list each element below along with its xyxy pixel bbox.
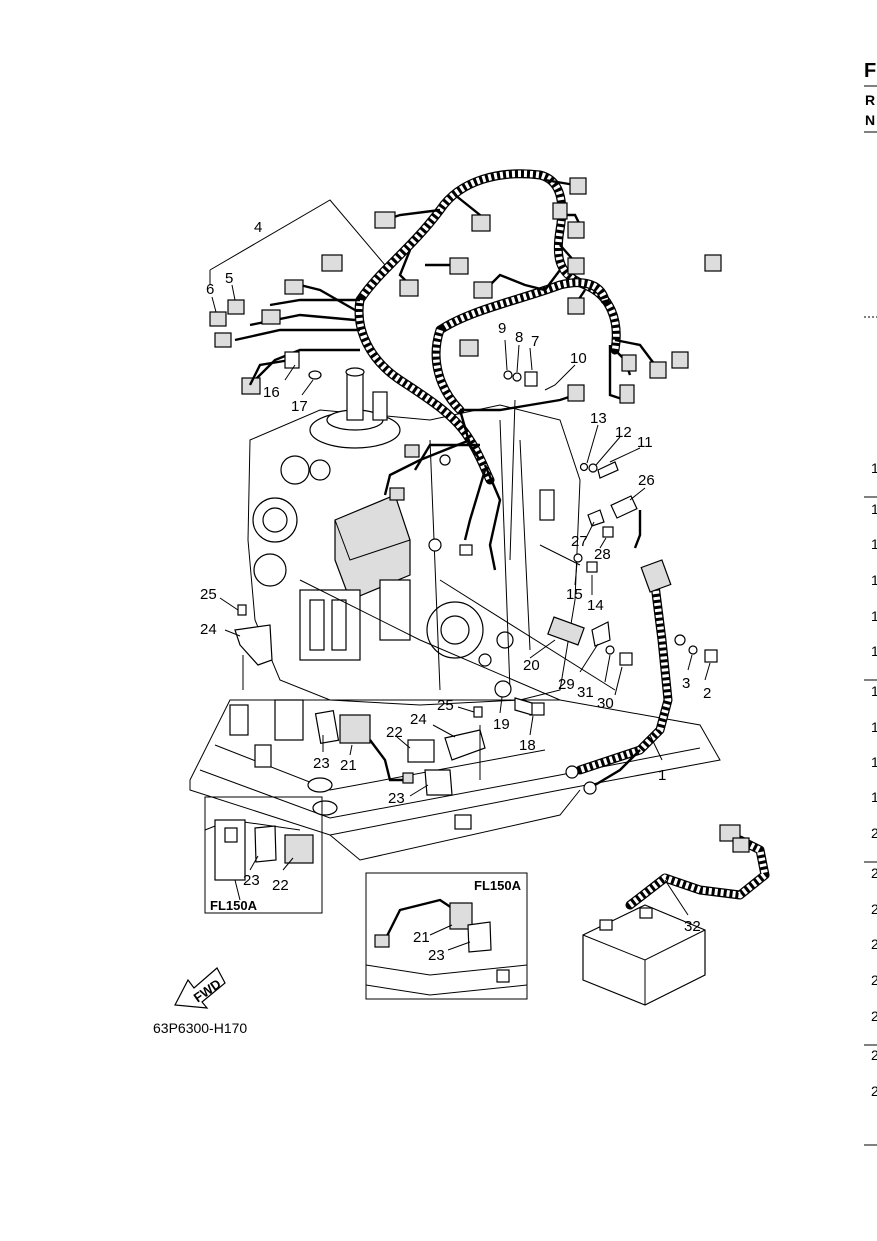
callout-2: 2 — [703, 685, 711, 702]
engine-block — [189, 367, 721, 861]
fwd-arrow-icon: FWD — [174, 967, 226, 1009]
callout-19: 19 — [493, 716, 510, 733]
callout-16: 16 — [263, 384, 280, 401]
callout-3: 3 — [682, 675, 690, 692]
callout-29: 29 — [558, 676, 575, 693]
svg-text:21: 21 — [413, 929, 430, 946]
callout-20: 20 — [523, 657, 540, 674]
svg-text:1: 1 — [871, 643, 877, 659]
callout-25: 25 — [200, 586, 217, 603]
svg-text:1: 1 — [871, 754, 877, 770]
svg-text:23: 23 — [243, 872, 260, 889]
callout-30: 30 — [597, 695, 614, 712]
svg-text:1: 1 — [871, 501, 877, 517]
svg-text:N: N — [865, 112, 875, 128]
callout-10: 10 — [570, 350, 587, 367]
callout-11: 11 — [637, 434, 653, 451]
callout-26: 26 — [638, 472, 655, 489]
inset-left-label: FL150A — [210, 898, 258, 913]
callout-24: 24 — [200, 621, 217, 638]
svg-text:F: F — [864, 60, 876, 82]
svg-text:1: 1 — [871, 536, 877, 552]
svg-text:2: 2 — [871, 865, 877, 881]
callout-17: 17 — [291, 398, 308, 415]
callout-31: 31 — [577, 684, 594, 701]
callout-22: 22 — [386, 724, 403, 741]
svg-text:R: R — [865, 92, 875, 108]
svg-text:1: 1 — [871, 683, 877, 699]
svg-text:2: 2 — [871, 825, 877, 841]
svg-text:1: 1 — [871, 608, 877, 624]
battery — [582, 904, 706, 1006]
callout-4: 4 — [254, 219, 262, 236]
callout-23: 23 — [313, 755, 330, 772]
callout-12: 12 — [615, 424, 632, 441]
drawing-code: 63P6300-H170 — [153, 1020, 247, 1036]
callout-13: 13 — [590, 410, 607, 427]
svg-text:2: 2 — [871, 936, 877, 952]
callout-27: 27 — [571, 533, 588, 550]
callout-8: 8 — [515, 329, 523, 346]
callout-6: 6 — [206, 281, 214, 298]
callout-7: 7 — [531, 333, 539, 350]
callout-18: 18 — [519, 737, 536, 754]
inset-center-fl150a: FL150A 21 23 — [365, 872, 528, 1000]
callout-21: 21 — [340, 757, 357, 774]
callout-28: 28 — [594, 546, 611, 563]
svg-text:2: 2 — [871, 1047, 877, 1063]
callout-14: 14 — [587, 597, 604, 614]
callout-23b: 23 — [388, 790, 405, 807]
svg-text:23: 23 — [428, 947, 445, 964]
wiring-harness — [209, 169, 722, 571]
svg-text:1: 1 — [871, 572, 877, 588]
callout-numbers: 1 2 3 4 5 6 7 8 9 10 11 12 13 14 15 16 1… — [200, 219, 711, 935]
callout-5: 5 — [225, 270, 233, 287]
svg-text:1: 1 — [871, 460, 877, 476]
callout-1: 1 — [658, 767, 666, 784]
svg-text:22: 22 — [272, 877, 289, 894]
callout-24b: 24 — [410, 711, 427, 728]
svg-text:2: 2 — [871, 972, 877, 988]
svg-text:2: 2 — [871, 1083, 877, 1099]
callout-15: 15 — [566, 586, 583, 603]
callout-9: 9 — [498, 320, 506, 337]
right-edge-cutoff: F R N 1 1 1 1 1 1 1 1 1 1 2 2 2 2 2 2 2 … — [864, 60, 877, 1146]
svg-text:2: 2 — [871, 1008, 877, 1024]
inset-left-fl150a: 23 22 FL150A — [204, 796, 323, 914]
callout-25b: 25 — [437, 697, 454, 714]
svg-text:2: 2 — [871, 901, 877, 917]
svg-text:1: 1 — [871, 789, 877, 805]
inset-center-label: FL150A — [474, 878, 522, 893]
callout-32: 32 — [684, 918, 701, 935]
leader-lines — [209, 199, 711, 916]
svg-text:1: 1 — [871, 719, 877, 735]
